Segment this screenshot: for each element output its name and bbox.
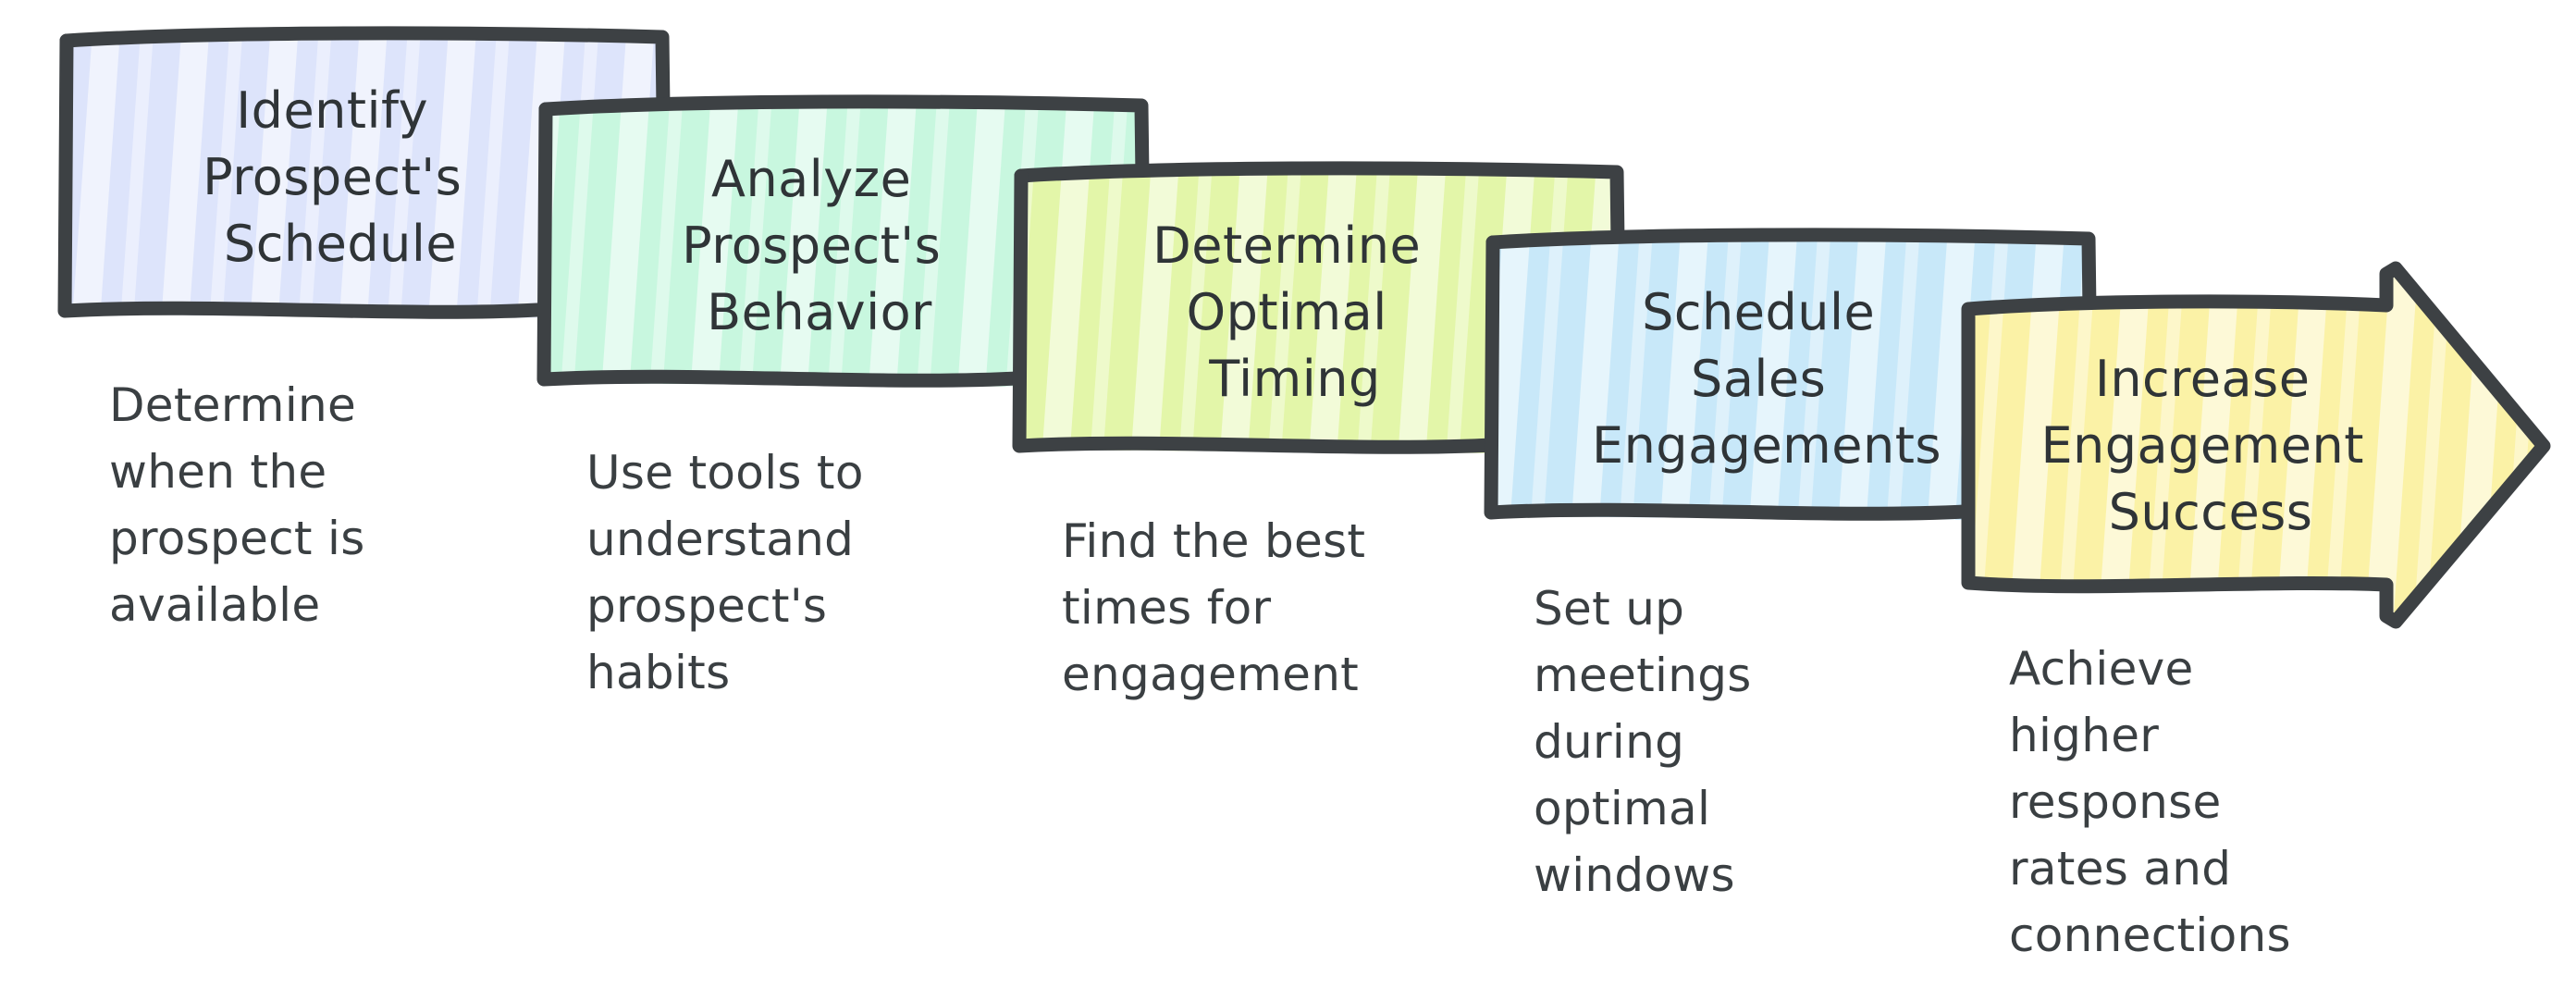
step-3-left-bottom: [1012, 168, 1517, 454]
step-3-title: Determine Optimal Timing: [1152, 216, 1437, 408]
step-1-outline: [59, 26, 672, 255]
step-3-determine-optimal-timing[interactable]: Determine Optimal Timing Find the best t…: [1012, 161, 1626, 701]
step-4-outline: [1485, 228, 2098, 457]
step-4-left-bottom: [1484, 235, 1989, 521]
step-2-left-bottom: [536, 102, 1041, 388]
step-1-left-bottom: [57, 33, 562, 319]
step-1-fill: [68, 37, 670, 318]
step-2-fill: [548, 105, 1149, 387]
step-4-schedule-sales-engagements[interactable]: Schedule Sales Engagements Set up meetin…: [1484, 228, 2098, 902]
step-5-arrow-outline: [1961, 261, 2551, 629]
step-4-caption: Set up meetings during optimal windows: [1534, 582, 1767, 902]
step-1-identify-prospects-schedule[interactable]: Identify Prospect's Schedule Determine w…: [57, 26, 672, 632]
step-5-title: Increase Engagement Success: [2040, 350, 2380, 541]
step-3-outline: [1014, 161, 1626, 390]
step-1-title: Identify Prospect's Schedule: [203, 81, 478, 273]
step-5-increase-engagement-success[interactable]: Increase Engagement Success Achieve high…: [1961, 261, 2551, 962]
step-5-caption: Achieve higher response rates and connec…: [2009, 642, 2291, 962]
step-3-fill: [1023, 172, 1624, 453]
step-2-analyze-prospects-behavior[interactable]: Analyze Prospect's Behavior Use tools to…: [536, 94, 1151, 699]
step-4-title: Schedule Sales Engagements: [1592, 283, 1941, 475]
step-2-title: Analyze Prospect's Behavior: [682, 150, 957, 341]
step-5-arrow-fill: [1970, 274, 2549, 618]
step-2-outline: [538, 94, 1151, 324]
step-2-caption: Use tools to understand prospect's habit…: [586, 446, 879, 699]
step-3-caption: Find the best times for engagement: [1062, 514, 1381, 701]
step-1-caption: Determine when the prospect is available: [109, 378, 380, 632]
step-4-fill: [1495, 239, 2096, 520]
